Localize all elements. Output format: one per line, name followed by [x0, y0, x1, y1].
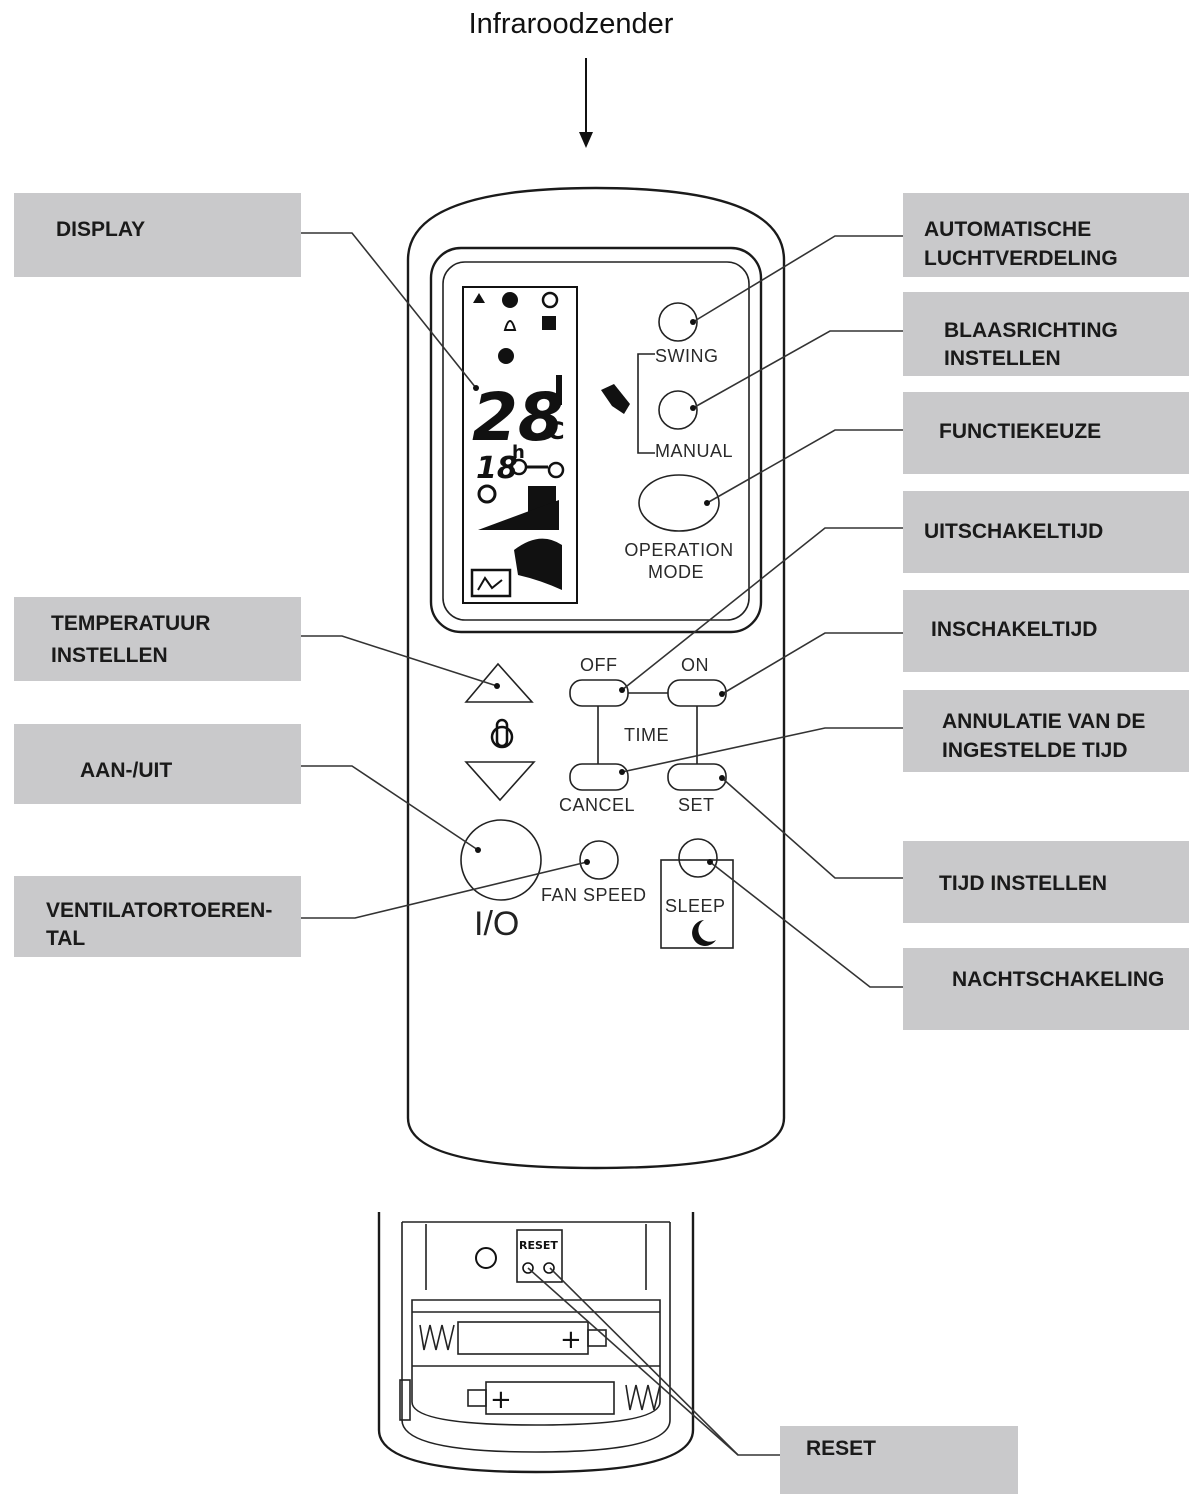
drop-icon — [503, 320, 517, 331]
fan-speed-button[interactable] — [579, 840, 619, 880]
callout-blow-box — [903, 292, 1189, 376]
plus-top: + — [560, 1325, 582, 1355]
arrow-down-icon — [579, 58, 593, 148]
callout-night: NACHTSCHAKELING — [952, 968, 1164, 991]
sun-icon-2 — [541, 291, 559, 309]
title-infraroodzender: Infraroodzender — [469, 8, 674, 40]
callout-fan-2: TAL — [46, 927, 85, 950]
lcd-temp: 28 — [472, 379, 564, 456]
cancel-label: CANCEL — [559, 795, 635, 815]
callout-night-box — [903, 948, 1189, 1030]
callout-function-box — [903, 392, 1189, 474]
thermometer-icon — [490, 718, 514, 749]
temp-bar-icon — [556, 375, 562, 405]
sleep-button[interactable] — [678, 838, 718, 878]
callout-function: FUNCTIEKEUZE — [939, 420, 1101, 443]
manual-label: MANUAL — [655, 441, 733, 461]
callout-auto-2: LUCHTVERDELING — [924, 247, 1118, 270]
callout-onoff: AAN-/UIT — [80, 759, 172, 782]
callout-temperature-1: TEMPERATUUR — [51, 612, 210, 635]
callout-reset: RESET — [806, 1437, 876, 1460]
operation-mode-button[interactable] — [638, 474, 720, 532]
reset-hole-2 — [543, 1262, 555, 1274]
cancel-button[interactable] — [569, 763, 629, 791]
on-label: ON — [681, 655, 709, 675]
swing-label: SWING — [655, 346, 719, 366]
callout-ontime-box — [903, 590, 1189, 672]
operation-mode-label-2: MODE — [648, 562, 704, 582]
callout-cancel-2: INGESTELDE TIJD — [942, 739, 1128, 762]
callout-reset-box — [780, 1426, 1018, 1494]
lcd-icons — [470, 291, 565, 598]
lcd-unit: C — [547, 417, 565, 445]
leader-lines — [301, 232, 903, 1456]
power-button[interactable] — [460, 819, 542, 901]
off-button[interactable] — [569, 679, 629, 707]
callout-onoff-box — [14, 724, 301, 804]
temp-down-button[interactable] — [464, 761, 536, 802]
screw-icon — [475, 1247, 497, 1269]
moon-icon — [692, 920, 716, 946]
callout-offtime-box — [903, 491, 1189, 573]
callout-fan-box — [14, 876, 301, 957]
swing-manual-bracket — [637, 353, 655, 454]
callout-blow-1: BLAASRICHTING — [944, 319, 1118, 342]
set-label: SET — [678, 795, 715, 815]
callout-ontime: INSCHAKELTIJD — [931, 618, 1097, 641]
triangle-icon — [473, 293, 485, 303]
fan-speed-label: FAN SPEED — [541, 885, 647, 905]
callout-blow-2: INSTELLEN — [944, 347, 1061, 370]
temp-up-button[interactable] — [464, 662, 534, 703]
reset-marking: RESET — [519, 1239, 558, 1252]
remote-body — [406, 186, 786, 1170]
fan-swirl-icon — [477, 484, 497, 504]
off-label: OFF — [580, 655, 618, 675]
swing-button[interactable] — [658, 302, 698, 342]
battery-compartment — [377, 1212, 695, 1474]
callout-temperature-box — [14, 597, 301, 681]
swing-fan-icon — [514, 538, 562, 590]
manual-button[interactable] — [658, 390, 698, 430]
set-button[interactable] — [667, 763, 727, 791]
callout-settime: TIJD INSTELLEN — [939, 872, 1107, 895]
callout-display: DISPLAY — [56, 218, 145, 241]
sun-icon-1 — [502, 292, 518, 308]
callout-fan-1: VENTILATORTOEREN- — [46, 899, 272, 922]
callout-auto-box — [903, 193, 1189, 277]
fan-block-icon — [542, 316, 556, 330]
callout-auto-1: AUTOMATISCHE — [924, 218, 1091, 241]
callout-offtime: UITSCHAKELTIJD — [924, 520, 1103, 543]
sleep-label: SLEEP — [665, 896, 726, 916]
display-frame-outer — [429, 246, 763, 634]
spring-top — [419, 1324, 455, 1351]
timer-on-icon — [547, 461, 565, 479]
reset-hole-1 — [522, 1262, 534, 1274]
on-button[interactable] — [667, 679, 727, 707]
lcd-hour: h — [512, 442, 525, 463]
flake-icon — [498, 348, 514, 364]
operation-mode-label-1: OPERATION — [624, 540, 733, 560]
callout-display-box — [14, 193, 301, 277]
sleep-lcd-icon — [470, 568, 512, 598]
callout-settime-box — [903, 841, 1189, 923]
sleep-panel — [660, 859, 734, 949]
callout-temperature-2: INSTELLEN — [51, 644, 168, 667]
louver-icon — [601, 384, 630, 414]
leader-dots — [473, 319, 725, 865]
plus-bottom: + — [490, 1385, 512, 1415]
display-frame-inner — [442, 261, 750, 621]
power-label: I/O — [474, 905, 519, 943]
lcd-screen — [462, 286, 578, 604]
lcd-timer: 18 — [476, 451, 518, 486]
callout-cancel-box — [903, 690, 1189, 772]
fan-level-wedge-icon — [478, 500, 559, 530]
spring-bottom — [625, 1384, 661, 1411]
callout-cancel-1: ANNULATIE VAN DE — [942, 710, 1145, 733]
time-label: TIME — [624, 725, 669, 745]
